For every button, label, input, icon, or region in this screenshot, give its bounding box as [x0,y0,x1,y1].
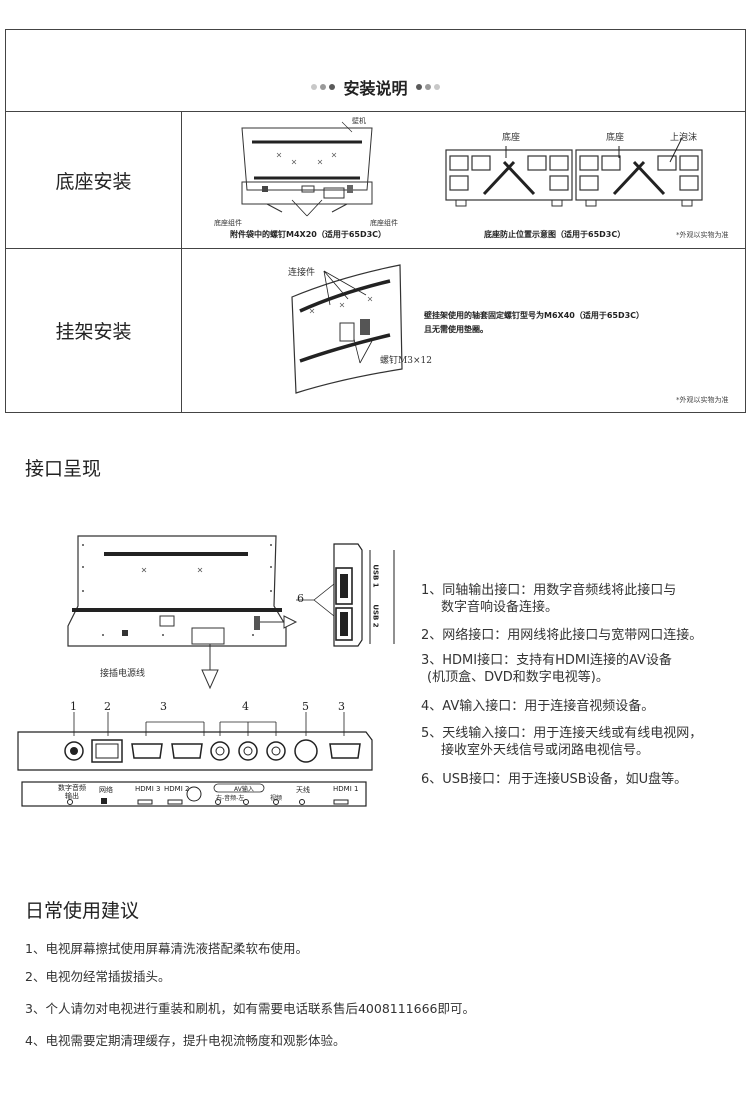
interface-item: 5、天线输入接口：用于连接天线或有线电视网， 接收室外天线信号或闭路电视信号。 [421,726,703,758]
port-label-hdmi3: HDMI 3 [135,785,161,793]
wall-install-content: 连接件 螺钉M3×12 壁挂架使用的轴套固定螺钉型号为M6X40（适用于65D3… [182,249,745,412]
decor-dot [433,84,440,90]
tv-back-wall-illustration [291,264,403,394]
decor-dot [311,84,318,90]
base-caption-left: 附件袋中的螺钉M4X20（适用于65D3C） [230,230,387,239]
base-caption-right: 底座防止位置示意图（适用于65D3C） [484,230,626,239]
wall-note: *外观以实物为准 [676,396,729,404]
connector-label: 连接件 [288,268,316,278]
usb-side-panel [296,543,395,647]
port-label-av-sub: 右-音频-左 [216,795,245,802]
decor-dot [329,84,336,90]
stand-box-illustration [445,137,703,207]
interface-item: 3、HDMI接口：支持有HDMI连接的AV设备 (机顶盒、DVD和数字电视等)。 [421,653,672,685]
port-panel-illustration [17,712,373,807]
port-label-lan: 网络 [99,786,113,794]
base-note: *外观以实物为准 [676,231,729,239]
callout-6: 6 [297,592,304,605]
tip-item: 1、电视屏幕擦拭使用屏幕清洗液搭配柔软布使用。 [25,941,308,956]
wall-mount-label: 壁机 [352,117,366,125]
port-label-antenna: 天线 [296,786,310,794]
power-cable-label: 接插电源线 [100,669,146,679]
stand-label-1: 底座 [502,133,521,143]
port-label-hdmi1: HDMI 1 [333,785,359,793]
port-label-coax: 数字音频 输出 [58,784,86,800]
install-title: 安装说明 [343,79,408,98]
wall-install-row: 挂架安装 连接件 螺钉M3×12 壁挂架使用 [6,249,745,412]
tip-item: 2、电视勿经常插拔插头。 [25,969,171,984]
callout-2: 2 [104,700,111,713]
tv-back-base-illustration [241,121,373,217]
decor-dot [320,84,327,90]
callout-3a: 3 [160,700,167,713]
title-dots-left [311,84,336,90]
wall-desc-line1: 壁挂架使用的轴套固定螺钉型号为M6X40（适用于65D3C） [424,311,645,320]
tip-item: 4、电视需要定期清理缓存，提升电视流畅度和观影体验。 [25,1033,346,1048]
port-label-av-group: AV输入 [234,786,254,793]
foam-label: 上泡沫 [670,133,698,143]
wall-install-label: 挂架安装 [6,249,182,412]
install-table: 安装说明 底座安装 [5,29,746,413]
usb2-label: USB 2 [371,604,380,628]
interface-item: 1、同轴输出接口：用数字音频线将此接口与 数字音响设备连接。 [421,583,677,615]
base-install-row: 底座安装 [6,112,745,249]
decor-dot [415,84,422,90]
usb1-label: USB 1 [371,564,380,588]
tip-item: 3、个人请勿对电视进行重装和刷机，如有需要电话联系售后4008111666即可。 [25,1001,475,1016]
interface-item: 2、网络接口：用网线将此接口与宽带网口连接。 [421,628,703,643]
interface-item: 4、AV输入接口：用于连接音视频设备。 [421,699,655,714]
tv-back-ports-illustration [67,535,298,690]
callout-4: 4 [242,700,249,713]
stand-part-left-label: 底座组件 [214,219,242,227]
callout-5: 5 [302,700,309,713]
base-install-content: 壁机 底座组件 底座组件 附件袋中的螺钉M4X20（适用于65D3C） [182,112,745,248]
stand-part-right-label: 底座组件 [370,219,398,227]
wall-desc-line2: 且无需使用垫圈。 [424,325,488,334]
callout-1: 1 [70,700,77,713]
title-dots-right [415,84,440,90]
port-label-hdmi2: HDMI 2 [164,785,190,793]
base-install-label: 底座安装 [6,112,182,248]
screw-label: 螺钉M3×12 [380,356,432,366]
callout-3b: 3 [338,700,345,713]
stand-label-2: 底座 [606,133,625,143]
decor-dot [424,84,431,90]
interface-item: 6、USB接口：用于连接USB设备，如U盘等。 [421,772,688,787]
port-label-video: 视频 [270,795,283,802]
install-title-row: 安装说明 [6,30,745,112]
tips-heading: 日常使用建议 [25,900,140,922]
interfaces-heading: 接口呈现 [25,458,102,480]
